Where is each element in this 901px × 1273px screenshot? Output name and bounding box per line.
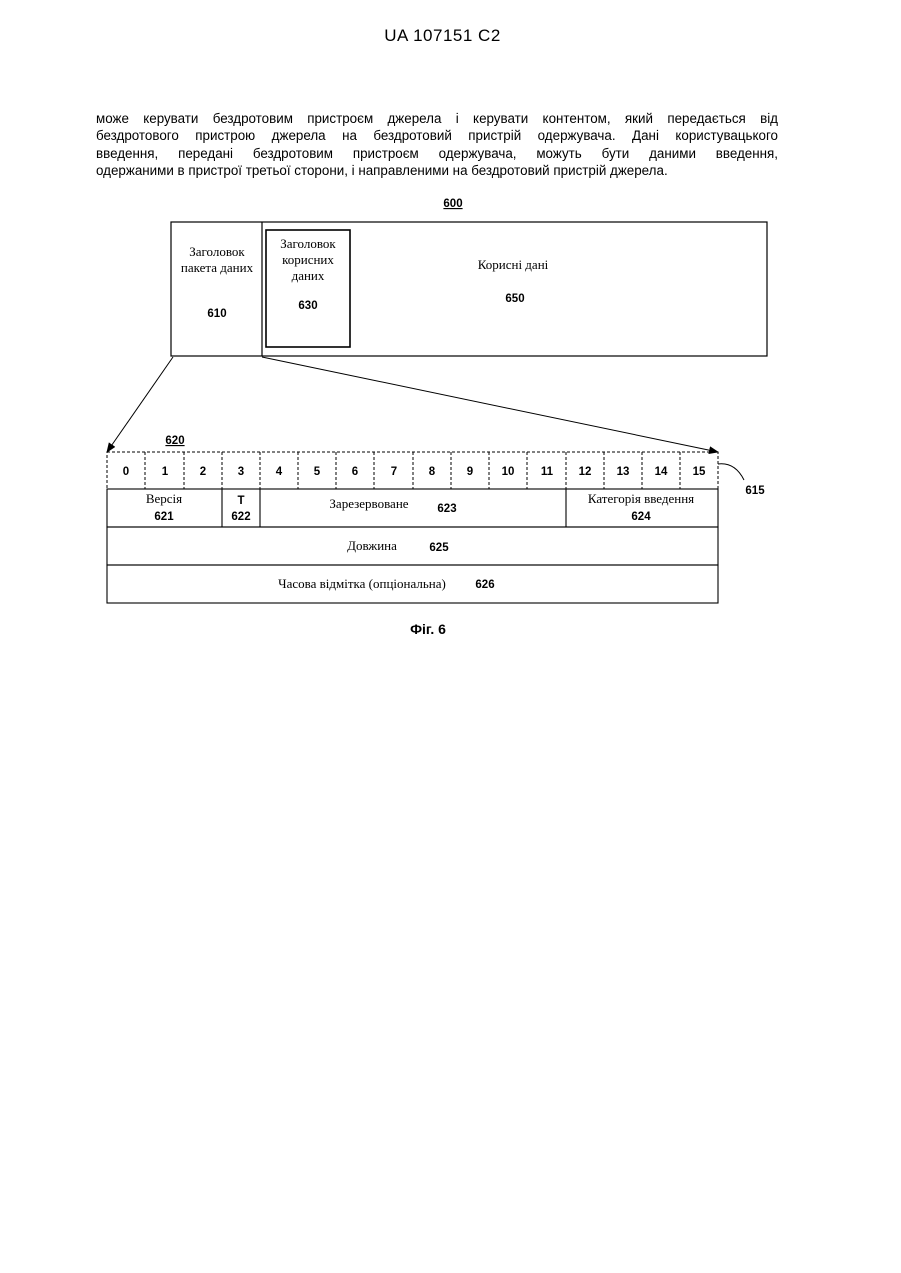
bit-label: 11 <box>541 466 554 478</box>
packet-header-label-1: Заголовок <box>189 244 245 259</box>
field-timestamp-label: Часова відмітка (опціональна) <box>278 576 446 591</box>
ref-650: 650 <box>505 293 524 305</box>
expansion-line-left <box>107 357 173 452</box>
ref-626: 626 <box>475 579 494 591</box>
bit-label: 15 <box>693 466 706 478</box>
bit-label: 6 <box>352 466 358 478</box>
bit-label: 9 <box>467 466 473 478</box>
ref-615-leader <box>718 464 744 480</box>
field-length-label: Довжина <box>347 538 397 553</box>
payload-header-label-3: даних <box>292 268 325 283</box>
ref-624: 624 <box>631 511 651 523</box>
bit-label: 5 <box>314 466 321 478</box>
figure-caption: Фіг. 6 <box>410 621 446 637</box>
bit-label: 4 <box>276 466 283 478</box>
field-t-label: T <box>237 495 244 507</box>
bit-label: 13 <box>617 466 630 478</box>
payload-header-label-2: корисних <box>282 252 334 267</box>
bit-label: 2 <box>200 466 206 478</box>
ref-621: 621 <box>154 511 174 523</box>
length-row <box>107 527 718 565</box>
bit-label: 14 <box>655 466 668 478</box>
bit-label: 3 <box>238 466 244 478</box>
ref-610: 610 <box>207 308 226 320</box>
ref-620: 620 <box>165 435 184 447</box>
field-input-category-label: Категорія введення <box>588 491 694 506</box>
expansion-line-right <box>262 357 718 452</box>
bit-label: 12 <box>579 466 592 478</box>
packet-box <box>171 222 767 356</box>
bit-label: 1 <box>162 466 169 478</box>
field-reserved-label: Зарезервоване <box>329 496 408 511</box>
ref-615: 615 <box>745 485 765 497</box>
ref-623: 623 <box>437 503 456 515</box>
ref-630: 630 <box>298 300 317 312</box>
bit-label: 8 <box>429 466 436 478</box>
field-version-label: Версія <box>146 491 182 506</box>
bit-label: 7 <box>391 466 397 478</box>
ref-622: 622 <box>231 511 250 523</box>
payload-label: Корисні дані <box>478 257 549 272</box>
ref-625: 625 <box>429 542 449 554</box>
payload-header-label-1: Заголовок <box>280 236 336 251</box>
bit-label: 0 <box>123 466 129 478</box>
ref-600: 600 <box>443 198 462 210</box>
packet-header-label-2: пакета даних <box>181 260 254 275</box>
bit-label: 10 <box>502 466 515 478</box>
